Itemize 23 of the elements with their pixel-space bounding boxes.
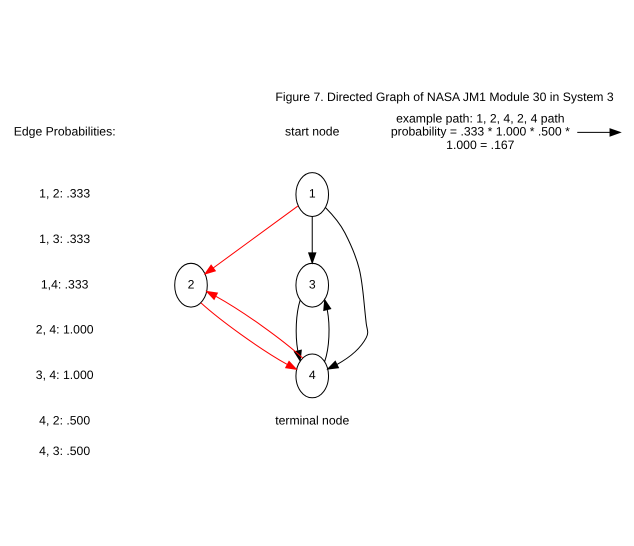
arrow xyxy=(325,207,368,370)
label: 1, 2: .333 xyxy=(39,186,90,201)
label: 1, 3: .333 xyxy=(39,232,90,246)
label: 4, 3: .500 xyxy=(39,444,90,458)
node-ellipse: 4 xyxy=(295,353,330,398)
label: 2, 4: 1.000 xyxy=(36,322,94,337)
arrow xyxy=(577,128,622,137)
arrow xyxy=(205,290,303,358)
arrow xyxy=(323,298,332,362)
node-ellipse: 3 xyxy=(295,262,330,308)
arrow xyxy=(204,206,298,275)
label: Edge Probabilities: xyxy=(14,124,116,139)
node-ellipse: 1 xyxy=(295,172,330,217)
node-label: terminal node xyxy=(275,413,350,428)
label: 1,4: .333 xyxy=(40,277,88,292)
node-text: example path: 1, 2, 4, 2, 4 path probability = .333 * 1.000 * .500 * 1.000 = .167 xyxy=(390,111,570,152)
node-ellipse: 2 xyxy=(174,262,208,308)
arrow xyxy=(308,216,317,265)
node-label: start node xyxy=(285,124,340,139)
diagram-title: Figure 7. Directed Graph of NASA JM1 Module 30 in System 3 xyxy=(275,90,614,104)
label: 3, 4: 1.000 xyxy=(36,368,94,382)
label: 4, 2: .500 xyxy=(39,413,90,428)
arrow xyxy=(200,302,298,370)
